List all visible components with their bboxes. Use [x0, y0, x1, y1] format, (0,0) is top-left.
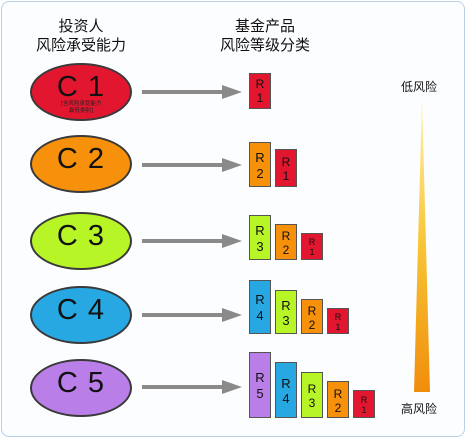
investor-c1-label: C 1 — [56, 71, 106, 103]
investor-c2: C 2 — [30, 135, 132, 193]
investor-header-line1: 投资人 — [58, 17, 104, 35]
investor-header: 投资人 风险承受能力 — [25, 17, 137, 55]
investor-c1: C 1 [含风险承受能力 最低类别] — [30, 63, 132, 121]
investor-c5-label: C 5 — [56, 367, 106, 399]
investor-c4: C 4 — [30, 286, 132, 344]
investor-c1-note-line1: [含风险承受能力 — [60, 101, 102, 107]
risk-scale-low-label: 低风险 — [401, 80, 438, 94]
risk-gradient-triangle — [414, 98, 430, 392]
investor-c4-label: C 4 — [56, 294, 106, 326]
arrow-right-icon — [142, 380, 242, 394]
investor-c1-note: [含风险承受能力 最低类别] — [48, 101, 114, 115]
product-header-line2: 风险等级分类 — [219, 36, 310, 54]
arrow-right-icon — [142, 234, 242, 248]
investor-header-line2: 风险承受能力 — [35, 36, 126, 54]
investor-c1-note-line2: 最低类别] — [68, 108, 94, 114]
product-header-line1: 基金产品 — [234, 17, 295, 35]
arrow-right-icon — [142, 85, 242, 99]
arrow-right-icon — [142, 158, 242, 172]
investor-c2-label: C 2 — [56, 143, 106, 175]
investor-c5: C 5 — [30, 359, 132, 417]
investor-c3: C 3 — [30, 212, 132, 270]
investor-c3-label: C 3 — [56, 220, 106, 252]
risk-scale-high-label: 高风险 — [401, 402, 438, 416]
arrow-right-icon — [142, 308, 242, 322]
product-header: 基金产品 风险等级分类 — [205, 17, 325, 55]
